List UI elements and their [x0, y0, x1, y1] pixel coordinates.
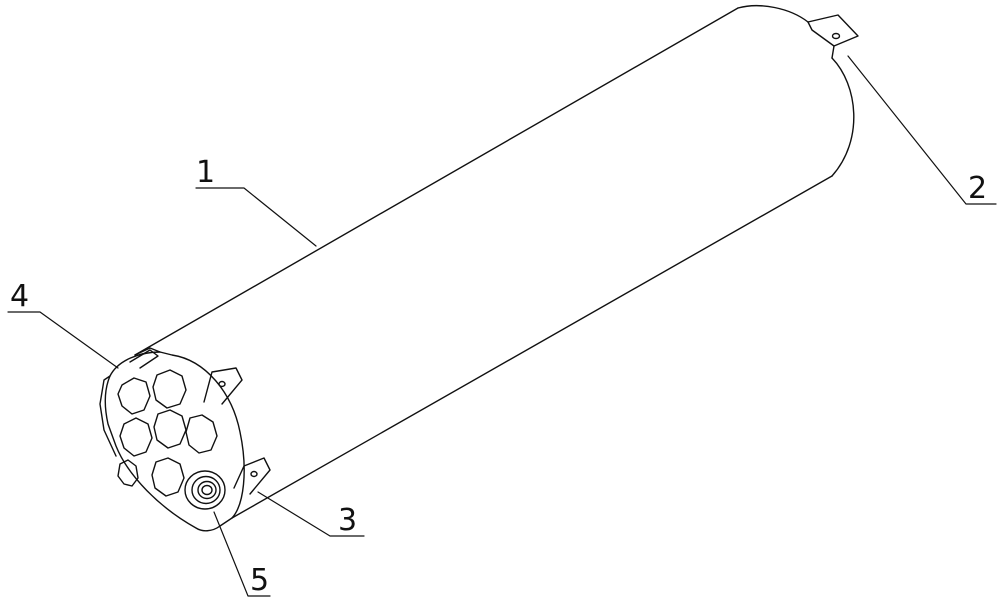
central-bushing — [184, 470, 226, 510]
leader-4 — [7, 311, 119, 369]
leader-2 — [847, 55, 997, 205]
label-1: 1 — [196, 155, 215, 190]
tab-hole — [831, 32, 841, 40]
honeycomb-holes — [117, 369, 218, 497]
leader-5 — [213, 511, 271, 597]
label-4: 4 — [10, 279, 29, 314]
leader-lines — [7, 55, 997, 597]
hole — [185, 414, 218, 454]
hole — [117, 377, 151, 415]
leader-1 — [195, 187, 317, 247]
leader-3 — [257, 491, 365, 537]
terminal-tab-lower — [233, 457, 271, 495]
label-2: 2 — [968, 171, 987, 206]
hole — [119, 417, 153, 457]
end-cap-outline — [104, 351, 245, 532]
cylinder-top-edge — [134, 7, 739, 356]
label-5: 5 — [250, 563, 269, 598]
hole — [153, 409, 187, 449]
label-3: 3 — [338, 503, 357, 538]
hole — [117, 459, 139, 487]
terminal-tab-upper — [203, 367, 243, 405]
cylinder-body — [134, 5, 855, 519]
end-cap — [99, 347, 245, 532]
hole — [151, 457, 185, 497]
cylinder-bottom-edge — [231, 175, 833, 519]
far-end-arc — [737, 5, 855, 177]
hole — [152, 369, 187, 409]
far-end-tab — [807, 14, 859, 59]
